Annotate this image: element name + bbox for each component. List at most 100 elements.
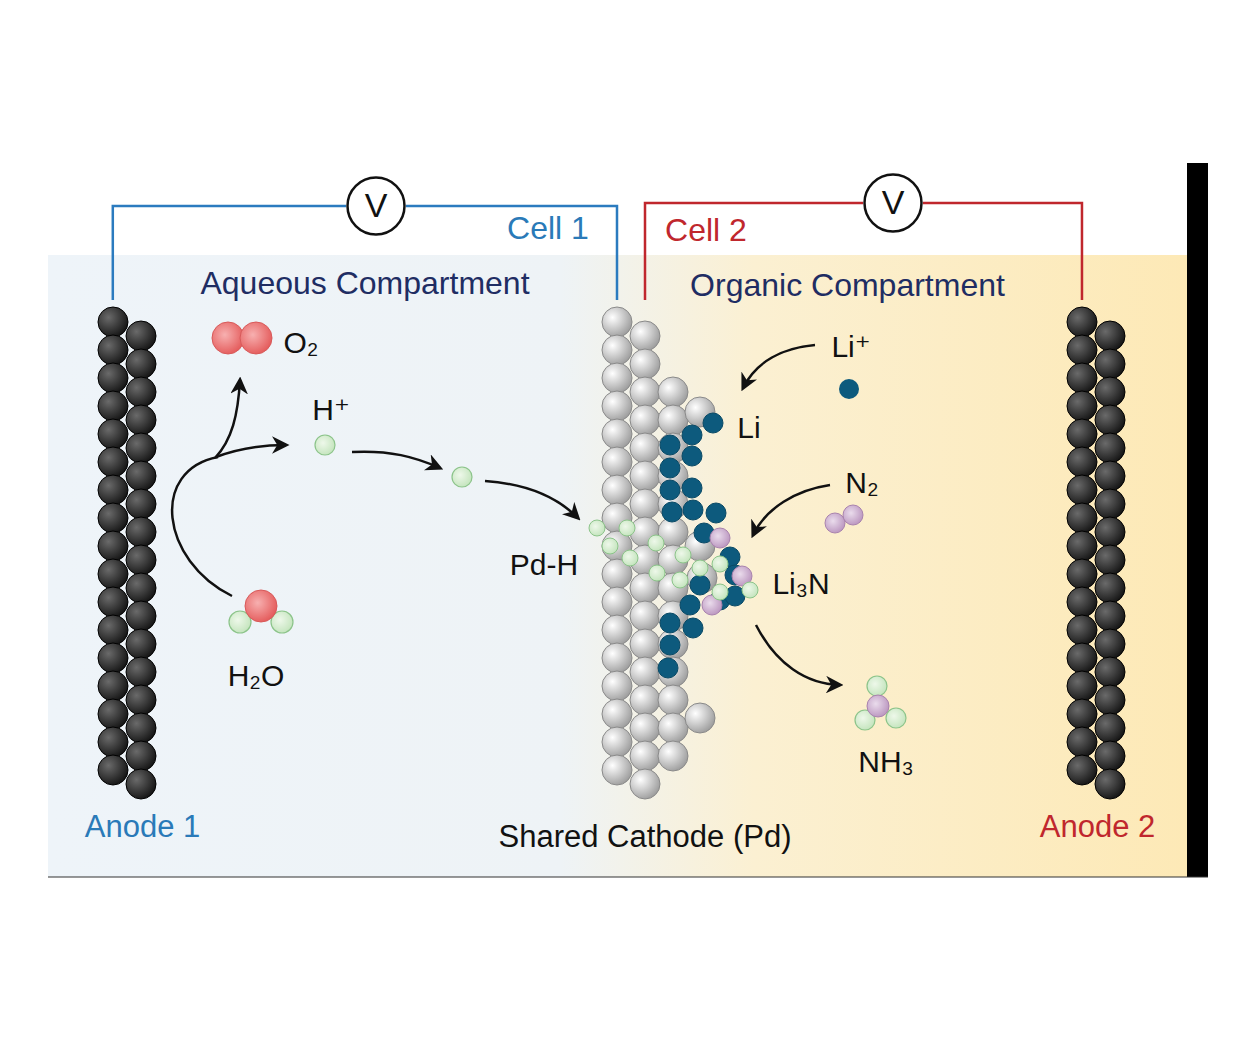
- species-label: H⁺: [312, 393, 350, 428]
- anode-electrode: [1095, 377, 1125, 407]
- anode-electrode: [126, 657, 156, 687]
- anode-electrode: [126, 349, 156, 379]
- species-label: N₂: [845, 466, 878, 501]
- cathode-electrode: [630, 433, 660, 463]
- anode-electrode: [1067, 335, 1097, 365]
- molecule: [212, 322, 906, 730]
- anode-electrode: [1067, 727, 1097, 757]
- cell-label: Cell 2: [665, 212, 747, 249]
- node-text: Anode 2: [1040, 809, 1156, 845]
- frame: [48, 876, 1208, 877]
- lithium-atom: [682, 425, 702, 445]
- reaction-arrow: [753, 485, 830, 535]
- cathode-electrode: [630, 377, 660, 407]
- species-label: Li₃N: [772, 567, 829, 602]
- cathode-electrode: [602, 671, 632, 701]
- cathode-electrode: [602, 755, 632, 785]
- anode-electrode: [1095, 629, 1125, 659]
- species-label: Li: [737, 411, 760, 446]
- anode-electrode: [1095, 601, 1125, 631]
- anode-electrode: [1095, 461, 1125, 491]
- cell-label: Cell 1: [507, 210, 589, 247]
- anode-electrode: [1095, 573, 1125, 603]
- anode-electrode: [98, 307, 128, 337]
- cathode-electrode: [602, 307, 717, 799]
- anode-electrode: [126, 433, 156, 463]
- cathode-electrode: [602, 475, 632, 505]
- anode-electrode: [1095, 321, 1125, 351]
- anode-electrode: [98, 503, 128, 533]
- lithium-atom: [658, 658, 678, 678]
- anode-electrode: [126, 405, 156, 435]
- cathode-electrode: [602, 335, 632, 365]
- anode-electrode: [98, 531, 128, 561]
- cathode-electrode: [602, 363, 632, 393]
- voltmeter: V: [346, 176, 406, 236]
- lithium-atom: [703, 413, 723, 433]
- cathode-electrode: [602, 615, 632, 645]
- anode-electrode: [1095, 741, 1125, 771]
- anode-electrode: [1067, 391, 1097, 421]
- anode-electrode: [126, 601, 156, 631]
- anode-electrode: [1067, 755, 1097, 785]
- hydrogen-atom: [589, 520, 758, 600]
- species-label: NH₃: [858, 745, 914, 780]
- node-text: Aqueous Compartment: [200, 265, 529, 302]
- node-text: V: [365, 186, 388, 225]
- anode-electrode: [98, 699, 128, 729]
- node-text: Shared Cathode (Pd): [499, 819, 792, 855]
- reaction-arrow: [756, 625, 840, 685]
- anode-electrode: [1095, 713, 1125, 743]
- reaction-arrow: [743, 345, 815, 388]
- anode-electrode: [98, 587, 128, 617]
- anode-electrode: [1067, 503, 1097, 533]
- hydrogen-atom: [712, 584, 728, 600]
- cathode-electrode: [602, 699, 632, 729]
- anode-electrode: [126, 461, 156, 491]
- cathode-electrode: [602, 727, 632, 757]
- compartment-ground: [48, 255, 1187, 877]
- reaction-arrow: [216, 445, 286, 457]
- anode-electrode: [126, 545, 156, 575]
- anode-electrode: [98, 363, 128, 393]
- anode-electrode: [1067, 475, 1097, 505]
- anode-electrode: [1095, 545, 1125, 575]
- hydrogen-atom: [589, 520, 605, 536]
- voltmeter: V: [863, 173, 923, 233]
- anode-electrode: [1095, 685, 1125, 715]
- cathode-electrode: [630, 629, 660, 659]
- cathode-electrode: [630, 769, 660, 799]
- anode-electrode: [1095, 769, 1125, 799]
- lithium-atom: [682, 478, 702, 498]
- anode-electrode: [126, 573, 156, 603]
- hydrogen-atom: [712, 556, 728, 572]
- reaction-arrow: [215, 380, 240, 458]
- molecule: [867, 695, 889, 717]
- anode-electrode: [126, 629, 156, 659]
- anode-electrode: [126, 489, 156, 519]
- frame: [48, 163, 1208, 877]
- anode-electrode: [1067, 307, 1125, 799]
- hydrogen-atom: [648, 535, 664, 551]
- molecule: [843, 505, 863, 525]
- compartment-ground: [48, 255, 1187, 877]
- cathode-electrode: [630, 461, 660, 491]
- lithium-atom: [683, 500, 703, 520]
- anode-electrode: [126, 377, 156, 407]
- cathode-electrode: [630, 321, 660, 351]
- anode-electrode: [126, 517, 156, 547]
- cathode-electrode: [602, 419, 632, 449]
- cathode-electrode: [630, 489, 660, 519]
- nitrogen-atom: [710, 528, 730, 548]
- cathode-electrode: [630, 741, 660, 771]
- cathode-electrode: [630, 601, 660, 631]
- lithium-atom: [682, 446, 702, 466]
- molecule: [245, 590, 277, 622]
- species-label: H₂O: [228, 659, 285, 694]
- hydrogen-atom: [742, 582, 758, 598]
- hydrogen-atom: [649, 565, 665, 581]
